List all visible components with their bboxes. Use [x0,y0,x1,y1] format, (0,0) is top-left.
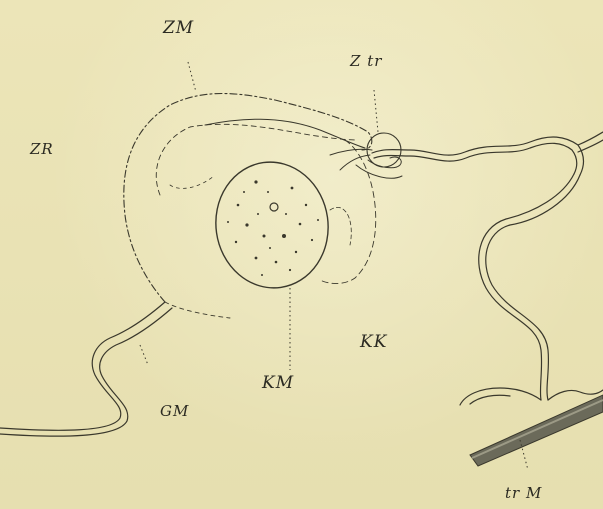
trachea-tube [372,132,603,400]
leader-zm [188,62,196,92]
label-trm: tr M [505,484,542,502]
label-km: KM [262,373,294,393]
cytoplasm-line-2 [170,175,215,188]
cytoplasm-line [156,124,358,195]
fiber-1 [205,119,365,148]
cell-outline [124,94,372,303]
ztr-fibers [356,157,402,178]
nucleus-granules [227,180,319,276]
label-zm: ZM [163,18,194,38]
leader-lines [140,62,528,470]
trm-trunk [470,395,603,466]
lower-outline [165,302,230,318]
kk-outline [320,140,376,284]
label-kk: KK [360,332,387,352]
leader-ztr [374,90,378,132]
trachea-branch [460,388,603,405]
kk-inner [330,207,351,245]
label-gm: GM [160,402,189,420]
fiber-2 [330,149,372,155]
nucleus [208,155,336,295]
label-ztr: Z tr [350,52,382,70]
label-zr: ZR [30,140,54,158]
gm-tube [0,302,172,436]
leader-gm [140,345,148,365]
